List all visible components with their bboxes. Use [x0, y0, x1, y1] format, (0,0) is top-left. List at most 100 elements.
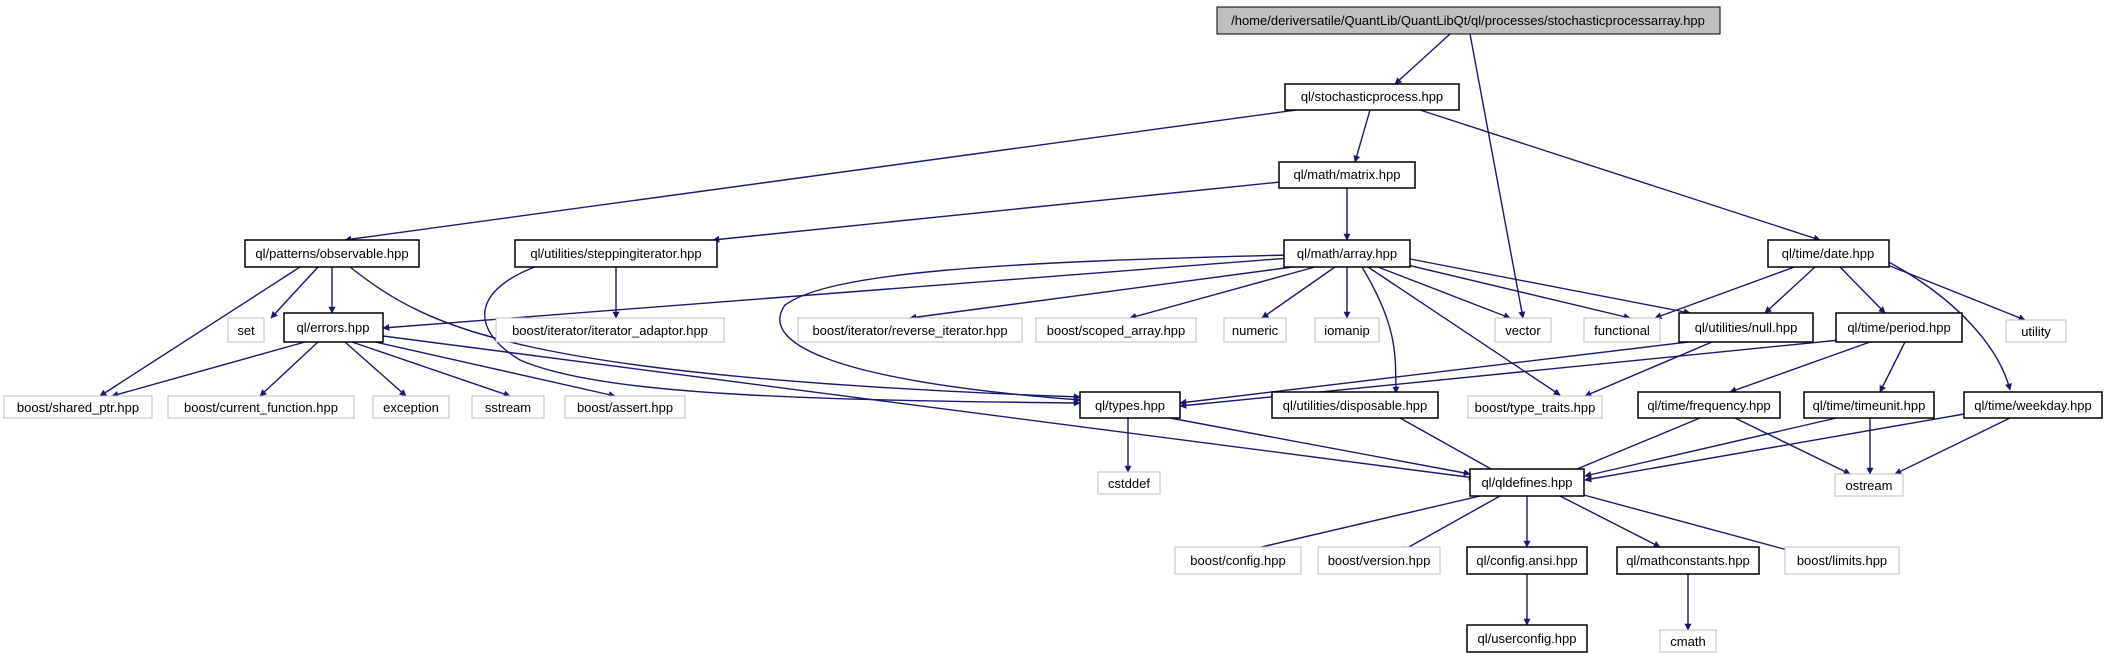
node-scoped_array[interactable]: boost/scoped_array.hpp: [1035, 317, 1197, 343]
node-functional[interactable]: functional: [1583, 317, 1661, 343]
node-config_ansi[interactable]: ql/config.ansi.hpp: [1466, 546, 1588, 575]
edge-array-type_traits: [1367, 266, 1561, 396]
node-disposable[interactable]: ql/utilities/disposable.hpp: [1271, 391, 1439, 419]
edge-stochasticprocess-date: [1419, 109, 1821, 242]
edge-errors-qldefines: [382, 335, 1476, 481]
node-current_function-label: boost/current_function.hpp: [184, 400, 338, 415]
node-null[interactable]: ql/utilities/null.hpp: [1678, 312, 1814, 343]
node-sstream[interactable]: sstream: [471, 395, 545, 419]
edge-array-scoped_array: [1129, 266, 1316, 320]
node-types[interactable]: ql/types.hpp: [1079, 391, 1181, 419]
node-mathconstants[interactable]: ql/mathconstants.hpp: [1616, 546, 1760, 575]
node-ostream[interactable]: ostream: [1834, 473, 1904, 497]
node-type_traits[interactable]: boost/type_traits.hpp: [1467, 395, 1603, 419]
edge-array-types: [779, 254, 1291, 404]
node-disposable-label: ql/utilities/disposable.hpp: [1283, 398, 1428, 413]
node-limits[interactable]: boost/limits.hpp: [1784, 546, 1900, 575]
node-type_traits-label: boost/type_traits.hpp: [1475, 400, 1596, 415]
node-reverse_iterator-label: boost/iterator/reverse_iterator.hpp: [812, 323, 1007, 338]
node-exception[interactable]: exception: [372, 395, 450, 419]
edge-qldefines-version: [1399, 495, 1501, 553]
edge-array-disposable: [1361, 266, 1400, 394]
edge-array-vector: [1377, 266, 1511, 319]
edge-qldefines-mathconstants: [1559, 495, 1661, 548]
node-limits-label: boost/limits.hpp: [1797, 553, 1887, 568]
edge-qldefines-config: [1239, 495, 1481, 554]
edge-array-numeric: [1261, 266, 1336, 319]
node-period[interactable]: ql/time/period.hpp: [1835, 312, 1963, 343]
node-matrix-label: ql/math/matrix.hpp: [1294, 167, 1401, 182]
node-current_function[interactable]: boost/current_function.hpp: [167, 395, 355, 419]
node-weekday-label: ql/time/weekday.hpp: [1974, 398, 2092, 413]
edge-observable-shared_ptr: [99, 266, 301, 397]
node-matrix[interactable]: ql/math/matrix.hpp: [1278, 161, 1416, 189]
edge-date-weekday: [1884, 259, 2012, 391]
node-root-label: /home/deriversatile/QuantLib/QuantLibQt/…: [1231, 13, 1705, 28]
node-mathconstants-label: ql/mathconstants.hpp: [1626, 553, 1750, 568]
edge-root-vector: [1469, 33, 1526, 319]
node-iomanip[interactable]: iomanip: [1314, 317, 1380, 343]
node-config_ansi-label: ql/config.ansi.hpp: [1476, 553, 1577, 568]
node-iterator_adaptor[interactable]: boost/iterator/iterator_adaptor.hpp: [495, 317, 725, 343]
node-array[interactable]: ql/math/array.hpp: [1283, 239, 1411, 268]
node-scoped_array-label: boost/scoped_array.hpp: [1047, 323, 1186, 338]
node-config[interactable]: boost/config.hpp: [1174, 546, 1302, 575]
edge-date-utility: [1879, 261, 2026, 321]
nodes: /home/deriversatile/QuantLib/QuantLibQt/…: [3, 6, 2103, 653]
node-cstddef-label: cstddef: [1108, 476, 1150, 491]
edge-date-null: [1764, 266, 1816, 314]
node-errors-label: ql/errors.hpp: [297, 320, 370, 335]
edge-steppingiterator-types: [484, 264, 1081, 407]
edge-root-stochasticprocess: [1394, 33, 1451, 85]
node-vector[interactable]: vector: [1494, 317, 1552, 343]
node-exception-label: exception: [383, 400, 439, 415]
node-errors[interactable]: ql/errors.hpp: [283, 312, 384, 343]
edge-types-qldefines: [1169, 417, 1471, 477]
node-userconfig[interactable]: ql/userconfig.hpp: [1466, 624, 1588, 653]
node-steppingiterator[interactable]: ql/utilities/steppingiterator.hpp: [514, 239, 718, 268]
edge-array-null: [1404, 257, 1691, 316]
node-date-label: ql/time/date.hpp: [1782, 246, 1875, 261]
node-cmath[interactable]: cmath: [1659, 629, 1717, 653]
edge-array-reverse_iterator: [909, 265, 1301, 321]
node-frequency[interactable]: ql/time/frequency.hpp: [1637, 391, 1781, 419]
edge-stochasticprocess-matrix: [1353, 109, 1371, 163]
edge-errors-current_function: [259, 341, 319, 397]
node-functional-label: functional: [1594, 323, 1650, 338]
node-reverse_iterator[interactable]: boost/iterator/reverse_iterator.hpp: [797, 317, 1023, 343]
node-period-label: ql/time/period.hpp: [1847, 320, 1950, 335]
edge-frequency-ostream: [1734, 417, 1851, 475]
node-qldefines-label: ql/qldefines.hpp: [1481, 475, 1572, 490]
node-assert[interactable]: boost/assert.hpp: [564, 395, 686, 419]
edge-null-types: [1179, 339, 1706, 406]
node-version[interactable]: boost/version.hpp: [1317, 546, 1441, 575]
node-frequency-label: ql/time/frequency.hpp: [1647, 398, 1770, 413]
node-version-label: boost/version.hpp: [1328, 553, 1431, 568]
edge-errors-exception: [344, 341, 407, 397]
node-timeunit-label: ql/time/timeunit.hpp: [1813, 398, 1926, 413]
node-sstream-label: sstream: [485, 400, 531, 415]
edge-errors-shared_ptr: [111, 341, 306, 398]
edge-array-functional: [1394, 261, 1631, 320]
node-set[interactable]: set: [227, 317, 265, 343]
node-shared_ptr[interactable]: boost/shared_ptr.hpp: [3, 395, 153, 419]
node-stochasticprocess[interactable]: ql/stochasticprocess.hpp: [1284, 83, 1460, 111]
edge-observable-set: [270, 266, 319, 319]
node-utility[interactable]: utility: [2005, 319, 2067, 343]
node-weekday[interactable]: ql/time/weekday.hpp: [1963, 391, 2103, 419]
edge-date-period: [1839, 266, 1886, 314]
node-timeunit[interactable]: ql/time/timeunit.hpp: [1803, 391, 1935, 419]
node-iomanip-label: iomanip: [1324, 323, 1370, 338]
node-root[interactable]: /home/deriversatile/QuantLib/QuantLibQt/…: [1216, 6, 1721, 35]
node-observable[interactable]: ql/patterns/observable.hpp: [244, 239, 420, 268]
edge-date-functional: [1654, 264, 1801, 320]
node-date[interactable]: ql/time/date.hpp: [1767, 239, 1890, 268]
node-qldefines[interactable]: ql/qldefines.hpp: [1469, 468, 1585, 497]
edge-errors-sstream: [351, 341, 511, 398]
node-cstddef[interactable]: cstddef: [1097, 471, 1161, 495]
edge-array-errors: [382, 257, 1291, 332]
node-stochasticprocess-label: ql/stochasticprocess.hpp: [1301, 89, 1443, 104]
node-numeric[interactable]: numeric: [1223, 317, 1287, 343]
node-numeric-label: numeric: [1232, 323, 1279, 338]
edge-timeunit-qldefines: [1584, 415, 1846, 478]
